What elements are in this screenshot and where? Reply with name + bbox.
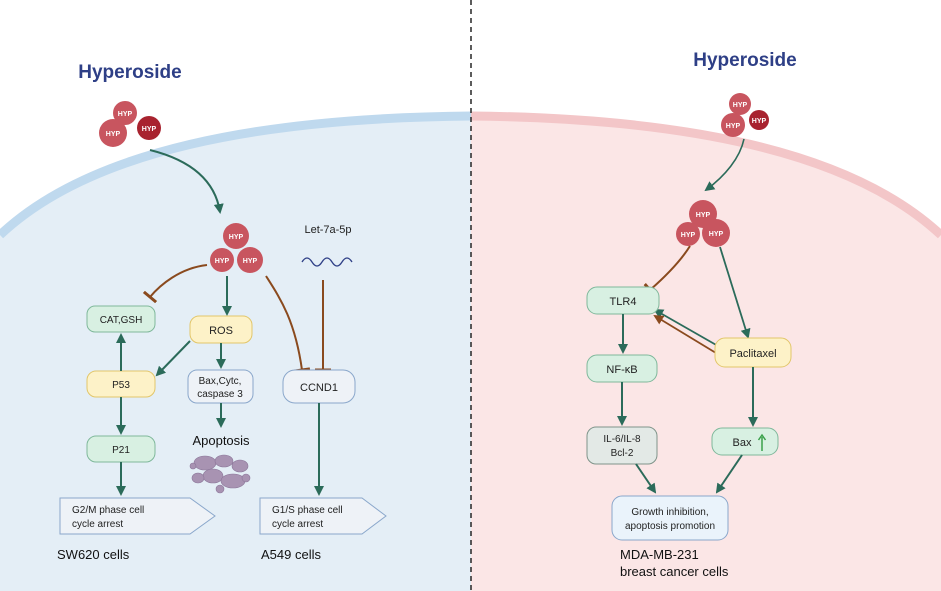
left-entry-arrow — [149, 149, 224, 214]
left-cell-membrane — [0, 111, 472, 239]
svg-text:ROS: ROS — [209, 325, 233, 337]
svg-text:Paclitaxel: Paclitaxel — [729, 348, 776, 360]
inhib-hyp-ccnd1 — [265, 275, 311, 373]
arrow-paclitaxel-tlr4 — [653, 309, 719, 347]
svg-text:HYP: HYP — [709, 231, 724, 238]
node-nfkb: NF-κB — [586, 354, 658, 383]
left-hyp-cluster-inside: HYP HYP HYP — [210, 223, 263, 273]
svg-text:Bax,Cytc,: Bax,Cytc, — [199, 376, 242, 387]
right-cell-cytoplasm — [471, 116, 941, 591]
let7a-label: Let-7a-5p — [304, 224, 351, 236]
svg-text:HYP: HYP — [696, 212, 711, 219]
svg-text:CAT,GSH: CAT,GSH — [100, 315, 143, 326]
node-p53: P53 — [86, 370, 156, 398]
svg-text:G1/S phase cell: G1/S phase cell — [272, 505, 343, 516]
sw620-label: SW620 cells — [57, 547, 130, 562]
inhib-hyp-catgsh — [142, 264, 208, 304]
svg-text:HYP: HYP — [106, 131, 121, 138]
node-tlr4: TLR4 — [586, 286, 660, 315]
outcome-growth-inhibition: Growth inhibition, apoptosis promotion — [611, 495, 729, 541]
left-title: Hyperoside — [78, 62, 181, 83]
node-ros: ROS — [189, 315, 253, 344]
node-il6-bcl2: IL-6/IL-8 Bcl-2 — [586, 426, 658, 465]
node-paclitaxel: Paclitaxel — [714, 337, 792, 368]
svg-text:TLR4: TLR4 — [610, 296, 637, 308]
arrow-ros-p53 — [155, 340, 191, 377]
left-hyp-cluster-outside: HYP HYP HYP — [99, 101, 161, 147]
arrow-bax-outcome — [715, 454, 743, 494]
arrow-il6-outcome — [635, 463, 657, 494]
outcome-g1s-arrest: G1/S phase cell cycle arrest — [259, 497, 387, 535]
right-entry-arrow — [704, 138, 745, 192]
arrow-hyp-paclitaxel — [719, 246, 751, 339]
svg-text:HYP: HYP — [752, 118, 767, 125]
svg-text:HYP: HYP — [726, 123, 741, 130]
svg-text:CCND1: CCND1 — [300, 382, 338, 394]
node-bax: Bax — [711, 427, 779, 456]
svg-text:IL-6/IL-8: IL-6/IL-8 — [603, 434, 641, 445]
node-bax-cytc: Bax,Cytc, caspase 3 — [187, 369, 254, 404]
right-hyp-cluster-inside: HYP HYP HYP — [676, 200, 730, 247]
let7a-strand — [301, 257, 353, 267]
svg-text:HYP: HYP — [118, 111, 133, 118]
right-cell-membrane — [470, 111, 941, 239]
svg-text:G2/M phase cell: G2/M phase cell — [72, 505, 144, 516]
left-cell-cytoplasm — [0, 116, 471, 591]
svg-text:HYP: HYP — [681, 232, 696, 239]
apoptotic-bodies-illustration — [189, 454, 251, 494]
svg-text:Bcl-2: Bcl-2 — [611, 448, 634, 459]
mda-label-line2: breast cancer cells — [620, 564, 729, 579]
node-ccnd1: CCND1 — [282, 369, 356, 404]
inhib-paclitaxel-tlr4 — [653, 314, 717, 354]
svg-text:caspase 3: caspase 3 — [197, 389, 243, 400]
svg-text:cycle arrest: cycle arrest — [272, 519, 323, 530]
right-title: Hyperoside — [693, 50, 796, 71]
svg-text:Growth inhibition,: Growth inhibition, — [631, 507, 708, 518]
svg-text:HYP: HYP — [733, 102, 748, 109]
svg-text:HYP: HYP — [229, 234, 244, 241]
node-cat-gsh: CAT,GSH — [86, 305, 156, 333]
a549-label: A549 cells — [261, 547, 321, 562]
svg-text:HYP: HYP — [215, 258, 230, 265]
svg-text:P21: P21 — [112, 445, 130, 456]
svg-text:NF-κB: NF-κB — [606, 364, 637, 376]
svg-text:HYP: HYP — [243, 258, 258, 265]
node-p21: P21 — [86, 435, 156, 463]
svg-text:P53: P53 — [112, 380, 130, 391]
right-panel — [470, 0, 941, 591]
outcome-g2m-arrest: G2/M phase cell cycle arrest — [59, 497, 216, 535]
mda-label-line1: MDA-MB-231 — [620, 547, 699, 562]
svg-text:cycle arrest: cycle arrest — [72, 519, 123, 530]
svg-text:HYP: HYP — [142, 126, 157, 133]
right-hyp-cluster-outside: HYP HYP HYP — [721, 93, 769, 137]
left-panel — [0, 111, 472, 591]
apoptosis-label: Apoptosis — [192, 433, 250, 448]
inhib-hyp-tlr4 — [643, 245, 691, 298]
svg-text:Bax: Bax — [733, 437, 752, 449]
svg-text:apoptosis promotion: apoptosis promotion — [625, 521, 715, 532]
